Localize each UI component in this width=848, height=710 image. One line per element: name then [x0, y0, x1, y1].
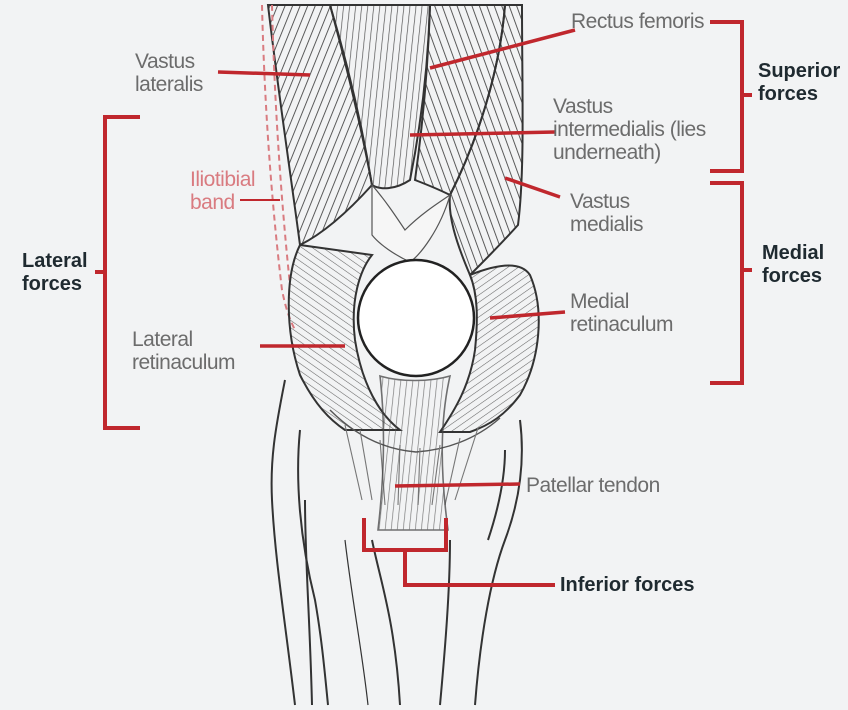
label-inferior-forces: Inferior forces: [560, 574, 694, 597]
label-iliotibial-band: Iliotibial band: [190, 168, 280, 214]
label-rectus-femoris: Rectus femoris: [571, 10, 704, 33]
thigh-muscles: [268, 5, 523, 275]
label-vastus-lateralis: Vastus lateralis: [135, 50, 225, 96]
label-lateral-forces: Lateral forces: [22, 250, 102, 296]
medial-forces-bracket: [710, 183, 752, 383]
label-patellar-tendon: Patellar tendon: [526, 474, 660, 497]
label-lateral-retinaculum: Lateral retinaculum: [132, 328, 262, 374]
label-medial-retinaculum: Medial retinaculum: [570, 290, 700, 336]
label-vastus-intermedialis: Vastus intermedialis (lies underneath): [553, 95, 723, 164]
label-superior-forces: Superior forces: [758, 60, 848, 106]
patellar-tendon-shape: [378, 376, 450, 530]
label-vastus-medialis: Vastus medialis: [570, 190, 680, 236]
label-medial-forces: Medial forces: [762, 242, 842, 288]
